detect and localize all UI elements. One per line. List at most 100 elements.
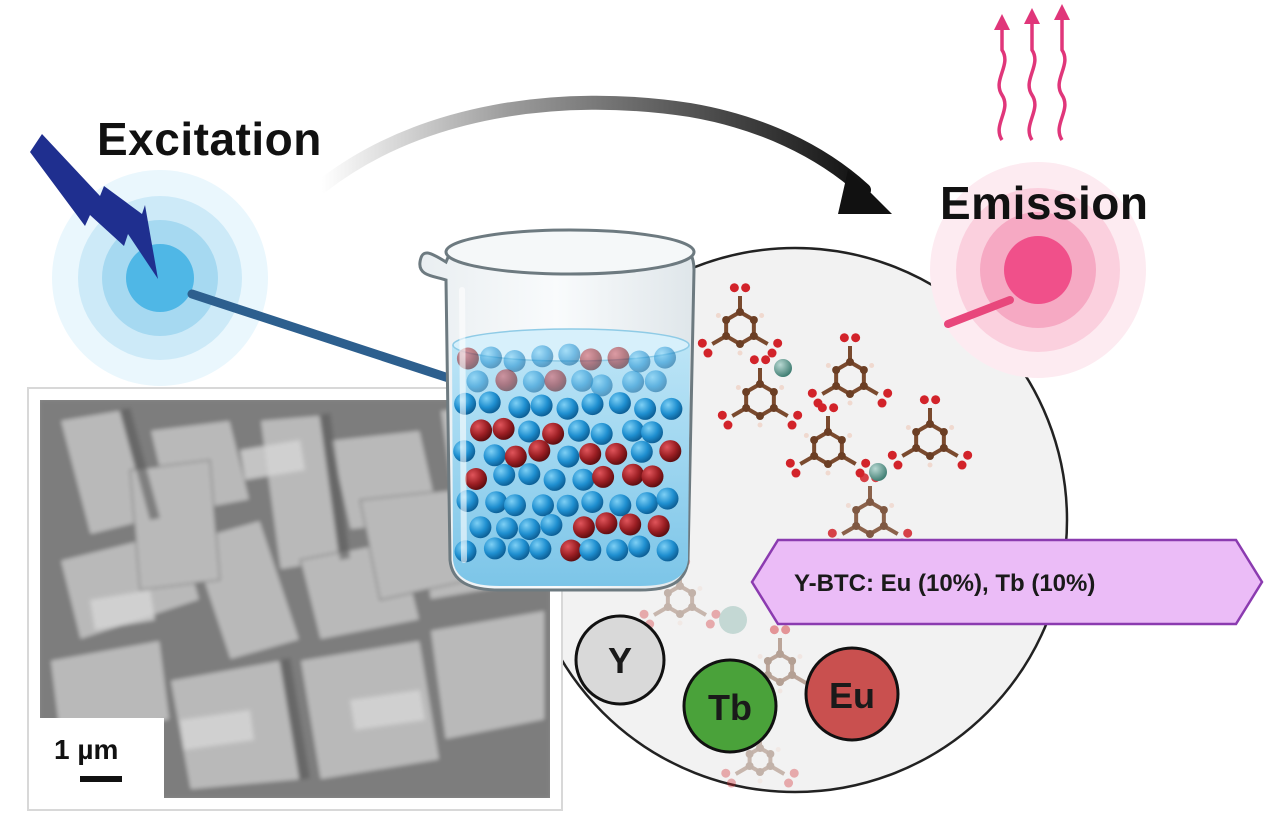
blue-particle bbox=[518, 463, 541, 486]
blue-particle bbox=[557, 445, 580, 468]
blue-particle bbox=[656, 539, 679, 562]
blue-particle bbox=[608, 392, 631, 415]
blue-particle bbox=[530, 394, 553, 417]
blue-particle bbox=[532, 494, 554, 517]
blue-particle bbox=[531, 345, 554, 368]
element-eu-label: Eu bbox=[828, 675, 876, 716]
red-particle bbox=[544, 369, 567, 392]
btc-linker bbox=[785, 403, 871, 478]
red-particle bbox=[528, 439, 551, 462]
blue-particle bbox=[508, 396, 531, 419]
red-particle bbox=[595, 512, 618, 535]
red-particle bbox=[605, 442, 628, 465]
blue-particle bbox=[641, 421, 663, 444]
red-particle bbox=[592, 465, 615, 488]
red-particle bbox=[619, 513, 642, 536]
blue-particle bbox=[622, 419, 644, 442]
emission-glow bbox=[930, 162, 1146, 378]
element-eu-circle bbox=[804, 646, 900, 742]
beaker-icon bbox=[418, 228, 696, 592]
excitation-connector bbox=[187, 289, 475, 390]
blue-particle bbox=[660, 397, 683, 420]
scale-bar-box bbox=[40, 718, 164, 798]
blue-particle bbox=[496, 517, 518, 540]
blue-particle bbox=[635, 492, 658, 515]
blue-particle bbox=[654, 346, 676, 369]
btc-linker bbox=[807, 333, 893, 408]
red-particle bbox=[641, 465, 664, 488]
element-y-label: Y bbox=[607, 640, 633, 681]
wavy-arrow-heads bbox=[994, 4, 1070, 30]
metal-centers bbox=[719, 359, 887, 634]
blue-particle bbox=[572, 468, 595, 491]
element-y-circle bbox=[574, 614, 666, 706]
red-particle bbox=[607, 346, 630, 369]
red-particle bbox=[492, 417, 515, 440]
blue-particle bbox=[567, 419, 590, 442]
blue-particle bbox=[543, 468, 566, 491]
element-tb-label: Tb bbox=[708, 687, 752, 728]
blue-particle bbox=[507, 538, 530, 561]
btc-linker bbox=[697, 283, 783, 358]
blue-particle bbox=[485, 491, 508, 514]
formula-box bbox=[750, 538, 1264, 626]
blue-particle bbox=[483, 444, 506, 467]
arrow-head bbox=[838, 170, 892, 214]
blue-particle bbox=[493, 463, 516, 486]
blue-particle bbox=[581, 491, 604, 513]
blue-particle bbox=[590, 422, 613, 445]
blue-particle bbox=[504, 494, 526, 517]
curved-arrow-icon bbox=[315, 95, 871, 197]
blue-particle bbox=[556, 397, 579, 420]
blue-particle bbox=[622, 370, 645, 393]
blue-particle bbox=[609, 494, 632, 517]
blue-particle bbox=[571, 369, 594, 392]
red-particle bbox=[465, 468, 487, 490]
molecular-structures bbox=[639, 283, 973, 788]
blue-particle bbox=[628, 535, 651, 558]
blue-particle bbox=[656, 487, 679, 510]
blue-particle bbox=[634, 397, 657, 420]
emission-connector bbox=[944, 296, 1014, 328]
blue-particle bbox=[529, 537, 552, 560]
red-particle bbox=[560, 539, 583, 562]
blue-particle bbox=[579, 538, 602, 561]
scale-bar bbox=[80, 776, 122, 782]
blue-particle bbox=[522, 370, 545, 393]
red-particle bbox=[579, 348, 602, 371]
blue-particle bbox=[469, 516, 492, 539]
excitation-label: Excitation bbox=[97, 113, 322, 165]
blue-particle bbox=[518, 518, 541, 541]
btc-linker bbox=[887, 395, 973, 470]
red-particle bbox=[504, 445, 527, 468]
red-particle bbox=[647, 515, 670, 538]
blue-particle bbox=[480, 346, 502, 369]
blue-particle bbox=[628, 350, 651, 373]
red-particle bbox=[622, 463, 644, 486]
blue-particle bbox=[606, 539, 629, 562]
blue-particle bbox=[503, 350, 526, 372]
blue-particle bbox=[466, 370, 489, 393]
element-legend bbox=[574, 614, 900, 754]
blue-particle bbox=[518, 420, 541, 443]
blue-particle bbox=[483, 537, 506, 560]
red-particle bbox=[579, 443, 602, 465]
wavy-arrows-icon bbox=[997, 18, 1067, 141]
red-particle bbox=[542, 422, 565, 445]
red-particle bbox=[495, 369, 518, 392]
blue-particle bbox=[581, 393, 604, 416]
btc-linker bbox=[717, 355, 803, 430]
element-tb-circle bbox=[682, 658, 778, 754]
formula-label: Y-BTC: Eu (10%), Tb (10%) bbox=[794, 570, 1096, 597]
blue-particle bbox=[644, 370, 667, 393]
emission-label: Emission bbox=[940, 177, 1149, 229]
blue-particle bbox=[540, 514, 563, 536]
blue-particle bbox=[590, 374, 613, 397]
scale-bar-label: 1 µm bbox=[54, 734, 119, 765]
red-particle bbox=[470, 419, 493, 442]
blue-particle bbox=[556, 494, 579, 517]
blue-particle bbox=[478, 391, 501, 414]
red-particle bbox=[572, 516, 595, 539]
